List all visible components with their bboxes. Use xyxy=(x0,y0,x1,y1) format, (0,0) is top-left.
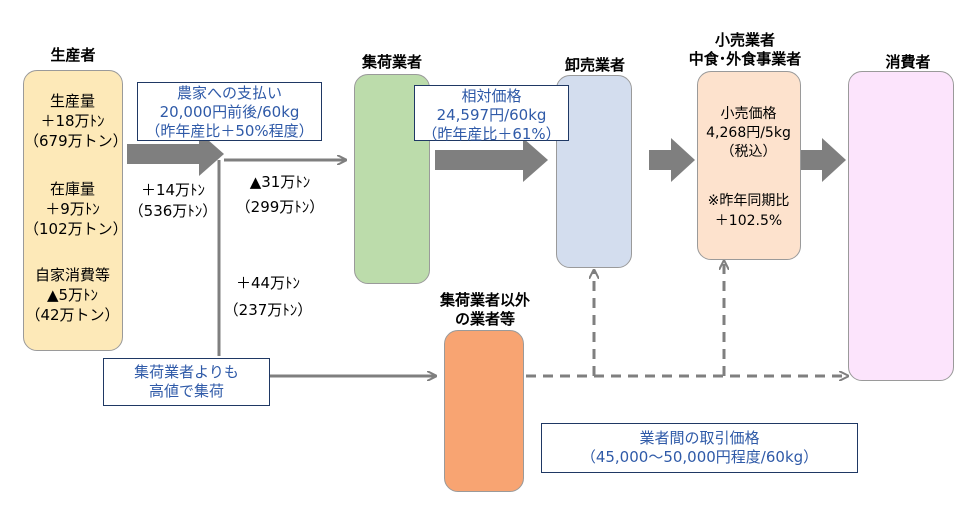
relative-price-label: 相対価格 xyxy=(461,87,522,105)
header-retailer-line1: 小売業者 xyxy=(714,31,775,49)
header-retailer-line2: 中食･外食事業者 xyxy=(688,50,802,68)
flow-to-other-change: ＋44万ﾄﾝ xyxy=(235,274,301,292)
header-other-line2: の業者等 xyxy=(454,310,515,328)
flow-to-collector: ▲31万ﾄﾝ （299万ﾄﾝ） xyxy=(230,170,330,220)
retailer-box: 小売価格 4,268円/5kg （税込） ※昨年同期比 ＋102.5% xyxy=(697,71,801,260)
note-interdealer-price: 業者間の取引価格 （45,000～50,000円程度/60kg） xyxy=(541,423,858,473)
self-consumption-label: 自家消費等 xyxy=(34,266,110,284)
flow-to-other: ＋44万ﾄﾝ （237万ﾄﾝ） xyxy=(218,270,318,324)
interdealer-price-value: （45,000～50,000円程度/60kg） xyxy=(580,448,819,466)
producer-self-consumption: 自家消費等 ▲5万ﾄﾝ （42万トン） xyxy=(24,265,121,325)
consumer-box xyxy=(848,71,954,381)
producer-box: 生産量 ＋18万ﾄﾝ （679万トン） 在庫量 ＋9万ﾄﾝ （102万トン） 自… xyxy=(23,70,128,351)
inventory-total: （102万トン） xyxy=(24,220,128,238)
retail-price-tax: （税込） xyxy=(720,144,777,160)
retail-yoy-label: ※昨年同期比 xyxy=(707,193,790,209)
farmer-payment-value: 20,000円前後/60kg xyxy=(159,103,300,121)
higher-price-line1: 集荷業者よりも xyxy=(134,363,239,381)
thick-arrow-wholesaler-retailer xyxy=(649,138,695,182)
inventory-label: 在庫量 xyxy=(49,180,95,198)
header-retailer: 小売業者 中食･外食事業者 xyxy=(670,31,820,69)
higher-price-line2: 高値で集荷 xyxy=(148,382,224,400)
relative-price-value: 24,597円/60kg xyxy=(436,106,547,124)
flow-to-market-change: ＋14万ﾄﾝ xyxy=(140,181,206,199)
production-change: ＋18万ﾄﾝ xyxy=(40,112,105,130)
note-farmer-payment: 農家への支払い 20,000円前後/60kg （昨年産比＋50%程度） xyxy=(137,82,322,141)
thick-arrow-retailer-consumer xyxy=(800,138,846,182)
farmer-payment-label: 農家への支払い xyxy=(176,84,282,102)
thick-arrow-producer xyxy=(127,132,224,176)
production-label: 生産量 xyxy=(49,92,95,110)
self-consumption-change: ▲5万ﾄﾝ xyxy=(46,286,99,304)
header-other-line1: 集荷業者以外 xyxy=(439,291,530,309)
header-producer: 生産者 xyxy=(50,46,96,64)
flow-to-collector-change: ▲31万ﾄﾝ xyxy=(249,173,311,191)
header-collector: 集荷業者 xyxy=(361,53,422,71)
flow-to-collector-total: （299万ﾄﾝ） xyxy=(235,198,325,216)
header-wholesaler: 卸売業者 xyxy=(564,56,625,74)
flow-to-market: ＋14万ﾄﾝ （536万ﾄﾝ） xyxy=(123,180,223,222)
header-consumer: 消費者 xyxy=(885,53,931,71)
farmer-payment-change: （昨年産比＋50%程度） xyxy=(145,122,314,140)
other-dealers-box xyxy=(444,330,524,492)
interdealer-price-label: 業者間の取引価格 xyxy=(639,429,760,447)
note-relative-price: 相対価格 24,597円/60kg （昨年産比＋61%） xyxy=(414,85,569,143)
relative-price-change: （昨年産比＋61%） xyxy=(422,125,561,143)
retail-price-label: 小売価格 xyxy=(720,106,777,122)
flow-to-other-total: （237万ﾄﾝ） xyxy=(223,301,313,319)
retail-price: 小売価格 4,268円/5kg （税込） xyxy=(698,105,799,162)
producer-production: 生産量 ＋18万ﾄﾝ （679万トン） xyxy=(24,91,128,151)
note-higher-price: 集荷業者よりも 高値で集荷 xyxy=(103,358,270,406)
thick-arrow-collector-wholesaler xyxy=(435,138,548,182)
retail-price-value: 4,268円/5kg xyxy=(706,125,791,141)
header-other-dealers: 集荷業者以外 の業者等 xyxy=(425,291,545,329)
retail-yoy: ※昨年同期比 ＋102.5% xyxy=(698,191,799,231)
producer-inventory: 在庫量 ＋9万ﾄﾝ （102万トン） xyxy=(24,179,128,239)
flow-to-market-total: （536万ﾄﾝ） xyxy=(128,202,218,220)
retail-yoy-value: ＋102.5% xyxy=(714,213,783,229)
inventory-change: ＋9万ﾄﾝ xyxy=(45,200,100,218)
production-total: （679万トン） xyxy=(24,132,128,150)
self-consumption-total: （42万トン） xyxy=(25,306,120,324)
